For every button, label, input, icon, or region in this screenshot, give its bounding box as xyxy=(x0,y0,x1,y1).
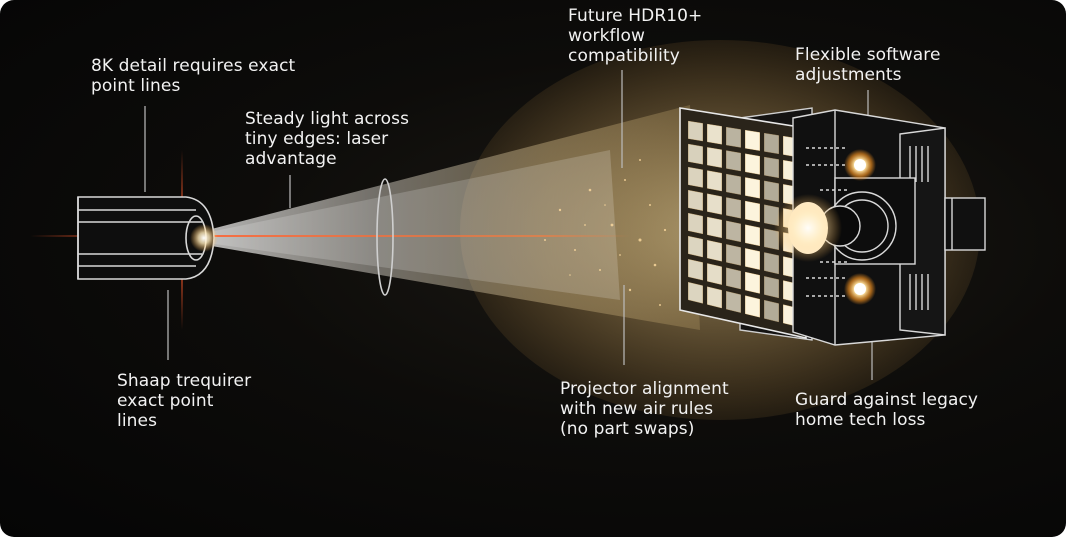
light-beam-core xyxy=(200,150,620,300)
led-cell xyxy=(726,244,741,266)
led-cell xyxy=(764,299,779,323)
led-cell xyxy=(764,252,779,275)
led-cell xyxy=(707,286,722,309)
label-steady-light: Steady light across tiny edges: laser ad… xyxy=(245,109,410,169)
led-cell xyxy=(688,143,703,165)
led-cell xyxy=(688,212,703,235)
led-cell xyxy=(688,235,703,258)
label-8k-detail: 8K detail requires exact point lines xyxy=(91,56,296,96)
led-cell xyxy=(764,276,779,299)
led-cell xyxy=(707,263,722,285)
led-cell xyxy=(745,200,760,223)
led-cell xyxy=(726,267,741,290)
label-flexible-software: Flexible software adjustments xyxy=(795,45,941,85)
led-cell xyxy=(745,129,760,151)
led-cell xyxy=(726,126,741,148)
led-cell xyxy=(688,120,703,142)
label-projector-alignment: Projector alignment with new air rules (… xyxy=(560,379,729,439)
led-cell xyxy=(745,248,760,270)
led-cell xyxy=(688,189,703,211)
light-bulb-icons xyxy=(844,149,876,305)
led-cell xyxy=(688,282,703,304)
led-cell xyxy=(707,193,722,215)
led-cell xyxy=(707,170,722,192)
led-cell xyxy=(745,271,760,294)
label-hdr10-compatibility: Future HDR10+ workflow compatibility xyxy=(568,6,703,66)
led-cell xyxy=(726,173,741,195)
projector-body-icon xyxy=(792,109,986,346)
led-cell xyxy=(688,166,703,188)
led-cell xyxy=(764,156,779,179)
led-cell xyxy=(745,295,760,318)
led-cell xyxy=(726,291,741,313)
laser-horizontal-line xyxy=(30,235,630,237)
led-cell xyxy=(745,224,760,247)
led-cell xyxy=(726,150,741,172)
projector-lens-halo xyxy=(774,194,842,262)
led-cell xyxy=(707,240,722,262)
led-cell xyxy=(764,180,779,203)
led-cell xyxy=(707,147,722,168)
light-particles xyxy=(544,159,667,306)
led-cell xyxy=(726,220,741,243)
light-beam xyxy=(200,105,700,330)
led-cell xyxy=(726,197,741,219)
label-sharp-requirement: Shaap trequirer exact point lines xyxy=(117,371,252,431)
led-cell xyxy=(688,259,703,281)
led-cell xyxy=(707,123,722,145)
convex-lens-icon xyxy=(376,178,394,296)
led-cell xyxy=(745,177,760,199)
led-cell xyxy=(707,216,722,239)
label-legacy-guard: Guard against legacy home tech loss xyxy=(795,390,979,430)
led-cell xyxy=(745,153,760,175)
led-cell xyxy=(764,132,779,155)
emitter-hotspot xyxy=(190,224,218,252)
